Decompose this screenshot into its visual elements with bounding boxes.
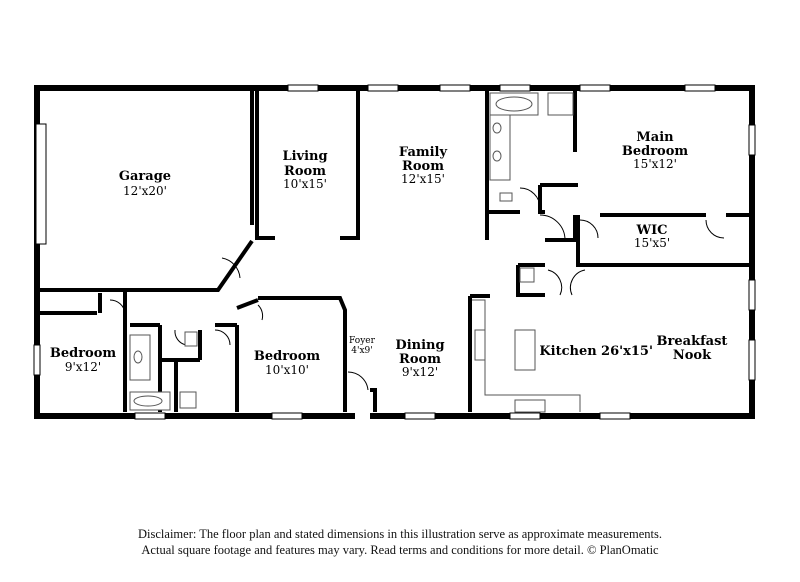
family-room-dim: 12'x15' bbox=[401, 172, 445, 186]
dining-room-label-1: Dining bbox=[395, 338, 444, 353]
wic-label: WIC bbox=[635, 223, 667, 238]
garage-label: Garage bbox=[119, 169, 171, 184]
breakfast-nook-label-2: Nook bbox=[673, 348, 712, 363]
doors bbox=[109, 99, 725, 391]
windows bbox=[33, 84, 756, 420]
living-room-label-2: Room bbox=[284, 164, 326, 179]
kitchen-dim: 26'x15' bbox=[601, 344, 653, 359]
main-bedroom-label-1: Main bbox=[636, 130, 674, 145]
kitchen-label: Kitchen bbox=[539, 344, 597, 359]
main-bedroom-dim: 15'x12' bbox=[633, 157, 677, 171]
bedroom-mid-dim: 10'x10' bbox=[265, 363, 309, 377]
dining-room-label-2: Room bbox=[399, 352, 441, 367]
living-room-label-1: Living bbox=[282, 149, 327, 164]
disclaimer-line-1: Disclaimer: The floor plan and stated di… bbox=[138, 527, 662, 541]
fixtures bbox=[129, 92, 581, 413]
living-room-dim: 10'x15' bbox=[283, 177, 327, 191]
dining-room-dim: 9'x12' bbox=[402, 365, 438, 379]
disclaimer-line-2: Actual square footage and features may v… bbox=[141, 543, 659, 557]
bedroom-left-label: Bedroom bbox=[50, 346, 117, 361]
breakfast-nook-label-1: Breakfast bbox=[657, 334, 728, 349]
foyer-dim: 4'x9' bbox=[351, 346, 372, 356]
bedroom-left-dim: 9'x12' bbox=[65, 360, 101, 374]
family-room-label-2: Room bbox=[402, 159, 444, 174]
foyer-label: Foyer bbox=[349, 336, 376, 346]
room-labels: Garage 12'x20' Living Room 10'x15' Famil… bbox=[50, 130, 728, 379]
bedroom-mid-label: Bedroom bbox=[254, 349, 321, 364]
main-bedroom-label-2: Bedroom bbox=[622, 144, 689, 159]
family-room-label-1: Family bbox=[399, 145, 448, 160]
garage-dim: 12'x20' bbox=[123, 184, 167, 198]
wic-dim: 15'x5' bbox=[634, 236, 670, 250]
